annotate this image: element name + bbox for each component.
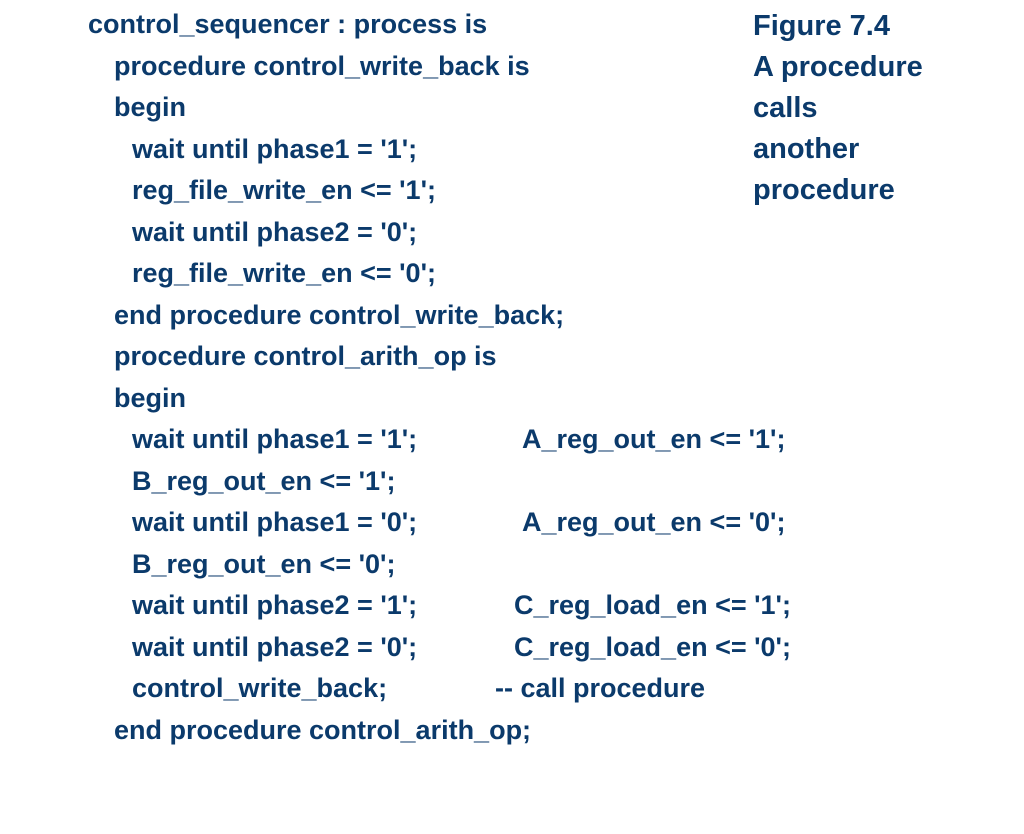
- caption-text-line: another: [753, 133, 860, 165]
- code-line: wait until phase2 = '1'; C_reg_load_en <…: [88, 585, 868, 627]
- code-text: control_write_back;: [132, 673, 388, 703]
- caption-figure-number: Figure 7.4: [753, 10, 890, 42]
- code-text: wait until phase2 = '0';: [132, 631, 418, 662]
- code-text: reg_file_write_en <= '1';: [132, 175, 436, 205]
- code-text: control_sequencer : process is: [88, 9, 488, 39]
- code-line: begin: [88, 87, 868, 129]
- code-text: wait until phase1 = '1';: [132, 424, 418, 454]
- caption-text-line: procedure: [753, 174, 895, 206]
- code-line: wait until phase1 = '1'; A_reg_out_en <=…: [88, 419, 868, 461]
- caption-text-line: calls: [753, 92, 818, 124]
- code-line: control_sequencer : process is: [88, 4, 868, 46]
- code-line: B_reg_out_en <= '0';: [88, 544, 868, 586]
- code-line: begin: [88, 378, 868, 420]
- code-line: end procedure control_arith_op;: [88, 710, 868, 752]
- code-line: control_write_back; -- call procedure: [88, 668, 868, 710]
- code-line: wait until phase1 = '1';: [88, 129, 868, 171]
- code-text: B_reg_out_en <= '1';: [132, 465, 396, 496]
- code-text: B_reg_out_en <= '0';: [132, 548, 396, 579]
- code-comment: -- call procedure: [495, 673, 706, 703]
- code-text: C_reg_load_en <= '0';: [514, 631, 791, 662]
- code-line: wait until phase2 = '0'; C_reg_load_en <…: [88, 627, 868, 669]
- figure-caption: Figure 7.4 A procedure calls another pro…: [753, 6, 1013, 211]
- code-line: wait until phase1 = '0'; A_reg_out_en <=…: [88, 502, 868, 544]
- code-text: C_reg_load_en <= '1';: [514, 590, 791, 620]
- caption-text-line: A procedure: [753, 51, 923, 83]
- code-text: end procedure control_write_back;: [114, 299, 565, 330]
- code-text: A_reg_out_en <= '1';: [522, 424, 786, 454]
- code-text: wait until phase1 = '1';: [132, 133, 418, 164]
- code-line: B_reg_out_en <= '1';: [88, 461, 868, 503]
- code-text: procedure control_arith_op is: [114, 341, 497, 371]
- code-text: wait until phase1 = '0';: [132, 507, 418, 537]
- code-text: wait until phase2 = '1';: [132, 590, 418, 620]
- code-line: end procedure control_write_back;: [88, 295, 868, 337]
- code-text: begin: [114, 92, 186, 122]
- code-text: begin: [114, 382, 186, 413]
- code-text: end procedure control_arith_op;: [114, 714, 532, 745]
- code-text: reg_file_write_en <= '0';: [132, 258, 436, 288]
- code-text: procedure control_write_back is: [114, 50, 530, 81]
- code-text: wait until phase2 = '0';: [132, 216, 418, 247]
- code-line: procedure control_arith_op is: [88, 336, 868, 378]
- code-line: procedure control_write_back is: [88, 46, 868, 88]
- code-line: reg_file_write_en <= '0';: [88, 253, 868, 295]
- code-line: reg_file_write_en <= '1';: [88, 170, 868, 212]
- code-line: wait until phase2 = '0';: [88, 212, 868, 254]
- code-text: A_reg_out_en <= '0';: [522, 507, 786, 537]
- code-listing: control_sequencer : process is procedure…: [88, 4, 868, 751]
